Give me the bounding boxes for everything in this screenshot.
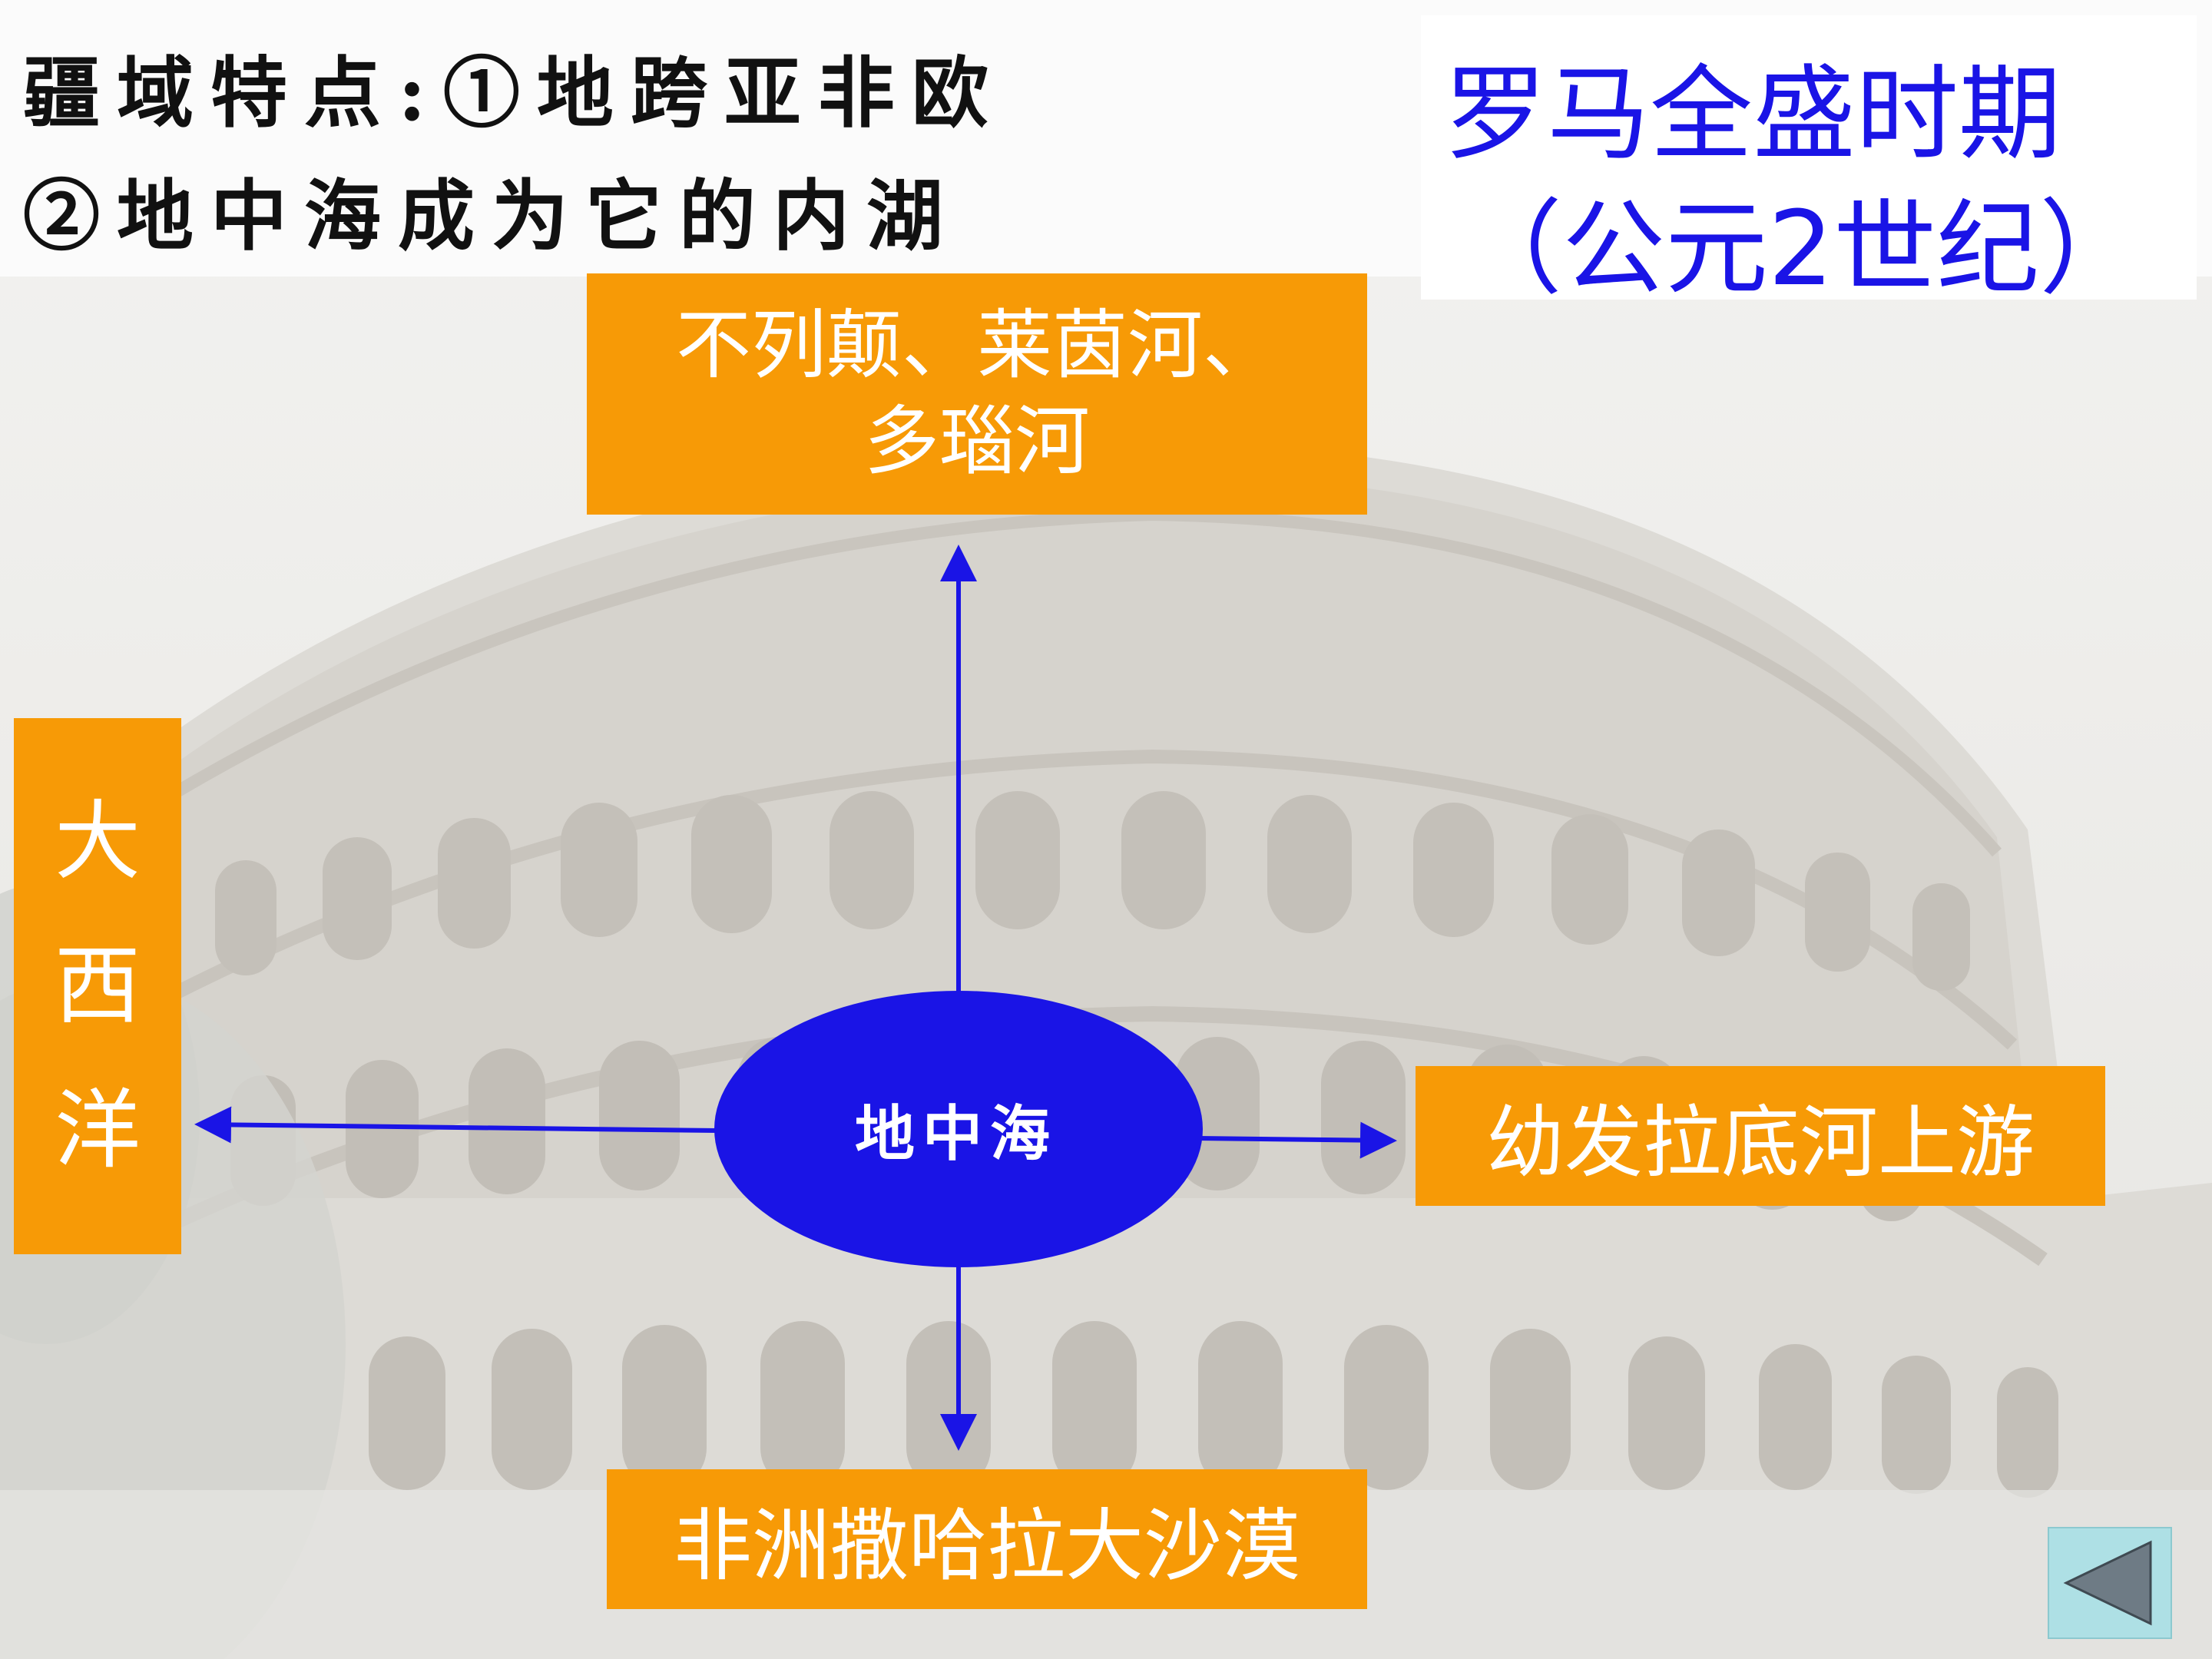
slide-subtitle: （公元2世纪） — [1459, 189, 2143, 309]
north-line-1: 不列颠、莱茵河、 — [675, 301, 1278, 389]
triangle-left-icon — [2063, 1540, 2152, 1626]
north-line-2: 多瑙河 — [863, 398, 1090, 485]
boundary-box-east: 幼发拉底河上游 — [1416, 1066, 2105, 1206]
feature-line-2: ②地中海成为它的内湖 — [23, 171, 960, 261]
west-char-3: 洋 — [55, 1081, 141, 1181]
arrow-west — [194, 1106, 719, 1144]
title-panel — [1421, 15, 2197, 300]
boundary-box-west: 大 西 洋 — [14, 718, 181, 1254]
center-ellipse — [714, 991, 1203, 1267]
boundary-box-north: 不列颠、莱茵河、 多瑙河 — [587, 273, 1367, 515]
west-char-2: 西 — [55, 935, 141, 1036]
feature-line-1: 疆域特点:①地跨亚非欧 — [23, 48, 1005, 138]
center-label-mediterranean: 地中海 — [854, 1099, 1058, 1169]
slide-title: 罗马全盛时期 — [1444, 55, 2062, 174]
arrow-east — [1197, 1121, 1397, 1159]
west-char-1: 大 — [55, 791, 141, 892]
boundary-box-south: 非洲撒哈拉大沙漠 — [607, 1469, 1367, 1609]
back-button[interactable] — [2048, 1527, 2172, 1639]
